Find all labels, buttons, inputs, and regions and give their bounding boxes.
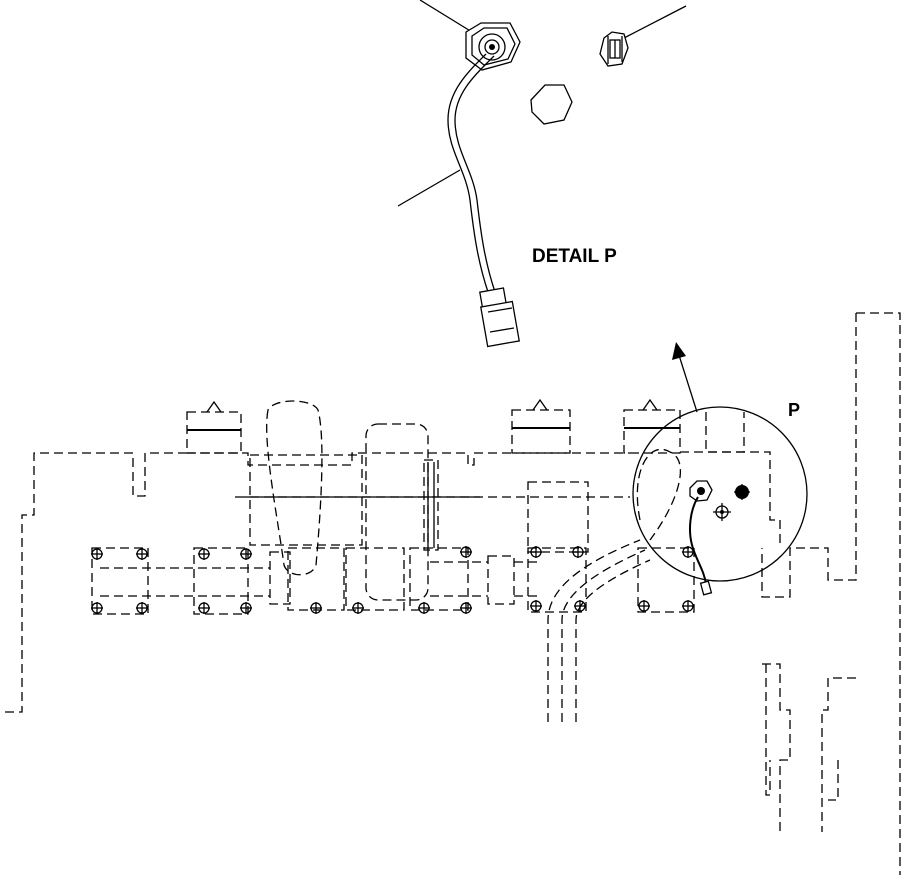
leader-line-sensor-nut — [419, 0, 473, 33]
hex-plug-icon — [599, 31, 629, 67]
leader-line-plug — [623, 5, 687, 39]
turbocharger-housing — [365, 423, 429, 601]
sensor-cable-icon — [447, 53, 496, 293]
callout-plug-icon — [734, 484, 750, 500]
solenoid-3-icon — [623, 398, 681, 454]
sensor-cable-connector-icon — [479, 287, 520, 348]
pulley-icon — [423, 459, 439, 551]
leader-line-cable — [397, 169, 461, 207]
engine-outline — [5, 312, 901, 875]
flange-2 — [193, 547, 249, 615]
hex-fitting-icon — [530, 84, 573, 125]
coupling-sleeve — [487, 555, 515, 605]
turbo-pipe — [266, 400, 323, 576]
detail-arrow-icon — [672, 342, 698, 413]
downpipe — [547, 539, 651, 722]
bolt-markers — [91, 546, 694, 614]
solenoid-2-icon — [511, 398, 571, 454]
callout-fitting-icon — [713, 503, 731, 521]
callout-p: P — [632, 400, 808, 596]
hex-nut-sensor-icon — [465, 22, 521, 71]
callout-circle — [632, 406, 808, 582]
detail-p-view: DETAIL P — [397, 0, 687, 348]
callout-sensor-icon — [689, 480, 713, 596]
flange-left — [91, 547, 149, 615]
solenoid-1-icon — [186, 400, 242, 454]
callout-p-label: P — [788, 400, 800, 420]
detail-p-label: DETAIL P — [532, 246, 617, 267]
